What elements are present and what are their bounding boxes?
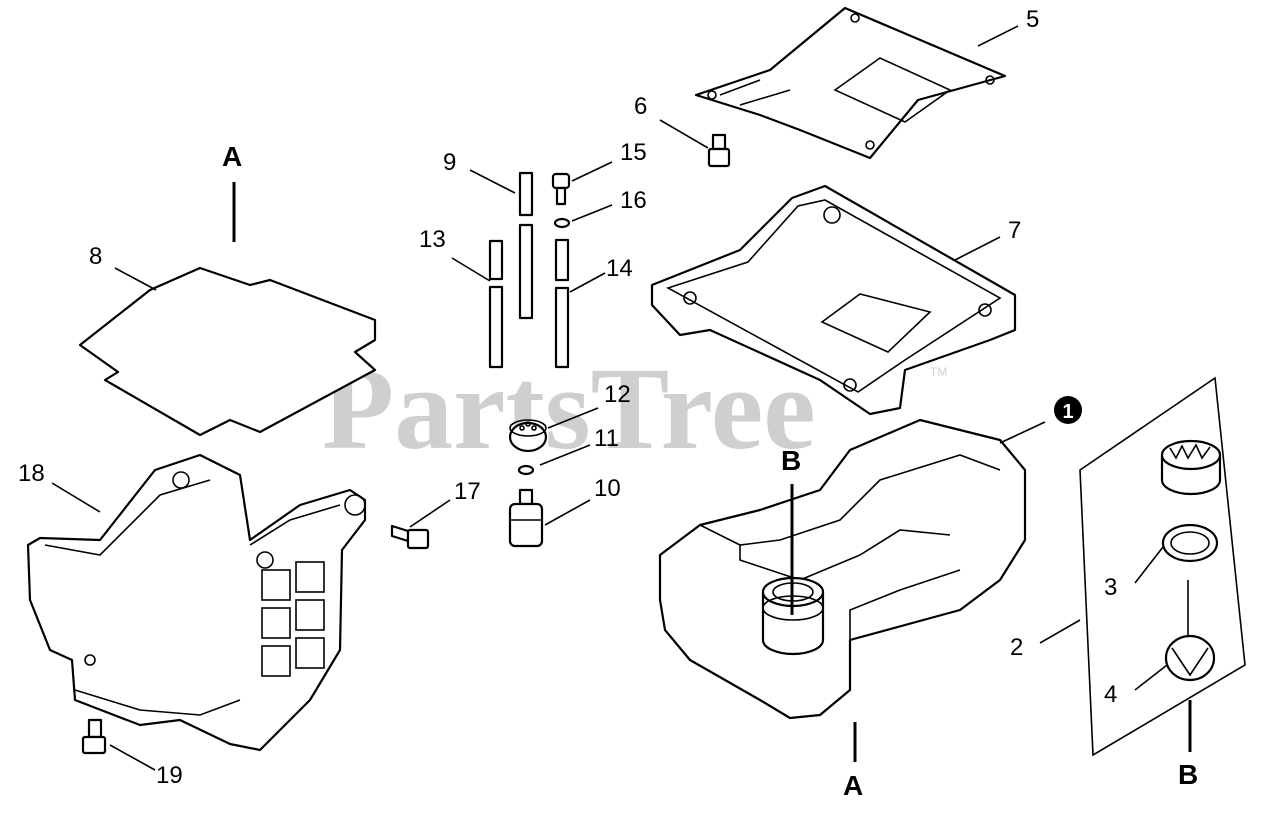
callout-12: 12: [604, 381, 631, 408]
callout-9: 9: [443, 149, 456, 176]
callout-18: 18: [18, 460, 45, 487]
callout-19: 19: [156, 762, 183, 789]
part-8-filter-sheet: [78, 266, 377, 437]
part-11-ring: [517, 464, 535, 476]
part-18-housing: [26, 453, 367, 752]
leader-6: [659, 119, 709, 149]
part-12-grommet: [508, 419, 548, 453]
callout-14: 14: [606, 255, 633, 282]
callout-8: 8: [89, 243, 102, 270]
callout-7: 7: [1008, 217, 1021, 244]
part-19-screw: [81, 718, 107, 755]
leader-4: [1134, 664, 1168, 691]
leader-15: [571, 161, 613, 182]
leader-19: [109, 744, 156, 771]
detail-b-box: [1079, 376, 1246, 757]
callout-2: 2: [1010, 634, 1023, 661]
callout-11: 11: [594, 425, 619, 452]
leader-9: [469, 169, 516, 194]
part-13-pipe: [488, 239, 504, 369]
part-5-plate: [694, 6, 1007, 160]
ref-a-top: A: [222, 141, 242, 172]
leader-13: [451, 257, 491, 282]
callout-17: 17: [454, 478, 481, 505]
callout-10: 10: [594, 475, 621, 502]
callout-1: 1: [1062, 401, 1073, 423]
leader-10: [544, 499, 591, 526]
part-10-fuel-filter: [508, 488, 544, 548]
callout-5: 5: [1026, 6, 1039, 33]
ref-a-bottom: A: [843, 770, 863, 801]
part-14-pipe: [554, 238, 570, 369]
part-17-screw: [390, 524, 430, 550]
callout-1-marker: [1054, 396, 1082, 424]
leader-16: [571, 204, 613, 222]
part-16-ring: [553, 217, 571, 229]
leader-12: [547, 407, 599, 429]
part-1-fuel-tank: [658, 418, 1027, 720]
leader-8: [114, 267, 157, 291]
part-4-cap-filter: [1164, 580, 1216, 682]
leader-7: [954, 236, 1001, 261]
part-9-pipe: [518, 171, 534, 320]
leader-2: [1039, 619, 1081, 644]
callout-6: 6: [634, 93, 647, 120]
ref-b-bottom: B: [1178, 759, 1198, 790]
part-3-gasket-ring: [1161, 523, 1219, 563]
leader-1: [999, 421, 1046, 444]
part-6-screw: [707, 133, 731, 168]
ref-b-tank: B: [781, 445, 801, 476]
leader-17: [409, 499, 451, 528]
leader-11: [539, 444, 591, 466]
callout-3: 3: [1104, 574, 1117, 601]
callout-4: 4: [1104, 681, 1117, 708]
part-7-frame: [650, 184, 1017, 416]
watermark-trademark: TM: [930, 365, 947, 379]
callout-13: 13: [419, 226, 446, 253]
callout-16: 16: [620, 187, 647, 214]
callout-15: 15: [620, 139, 647, 166]
leader-18: [51, 482, 101, 513]
leader-3: [1134, 546, 1164, 584]
leader-14: [569, 272, 606, 293]
part-15-fitting: [551, 172, 571, 206]
part-2-fuel-cap: [1160, 439, 1222, 496]
leader-5: [977, 25, 1019, 47]
